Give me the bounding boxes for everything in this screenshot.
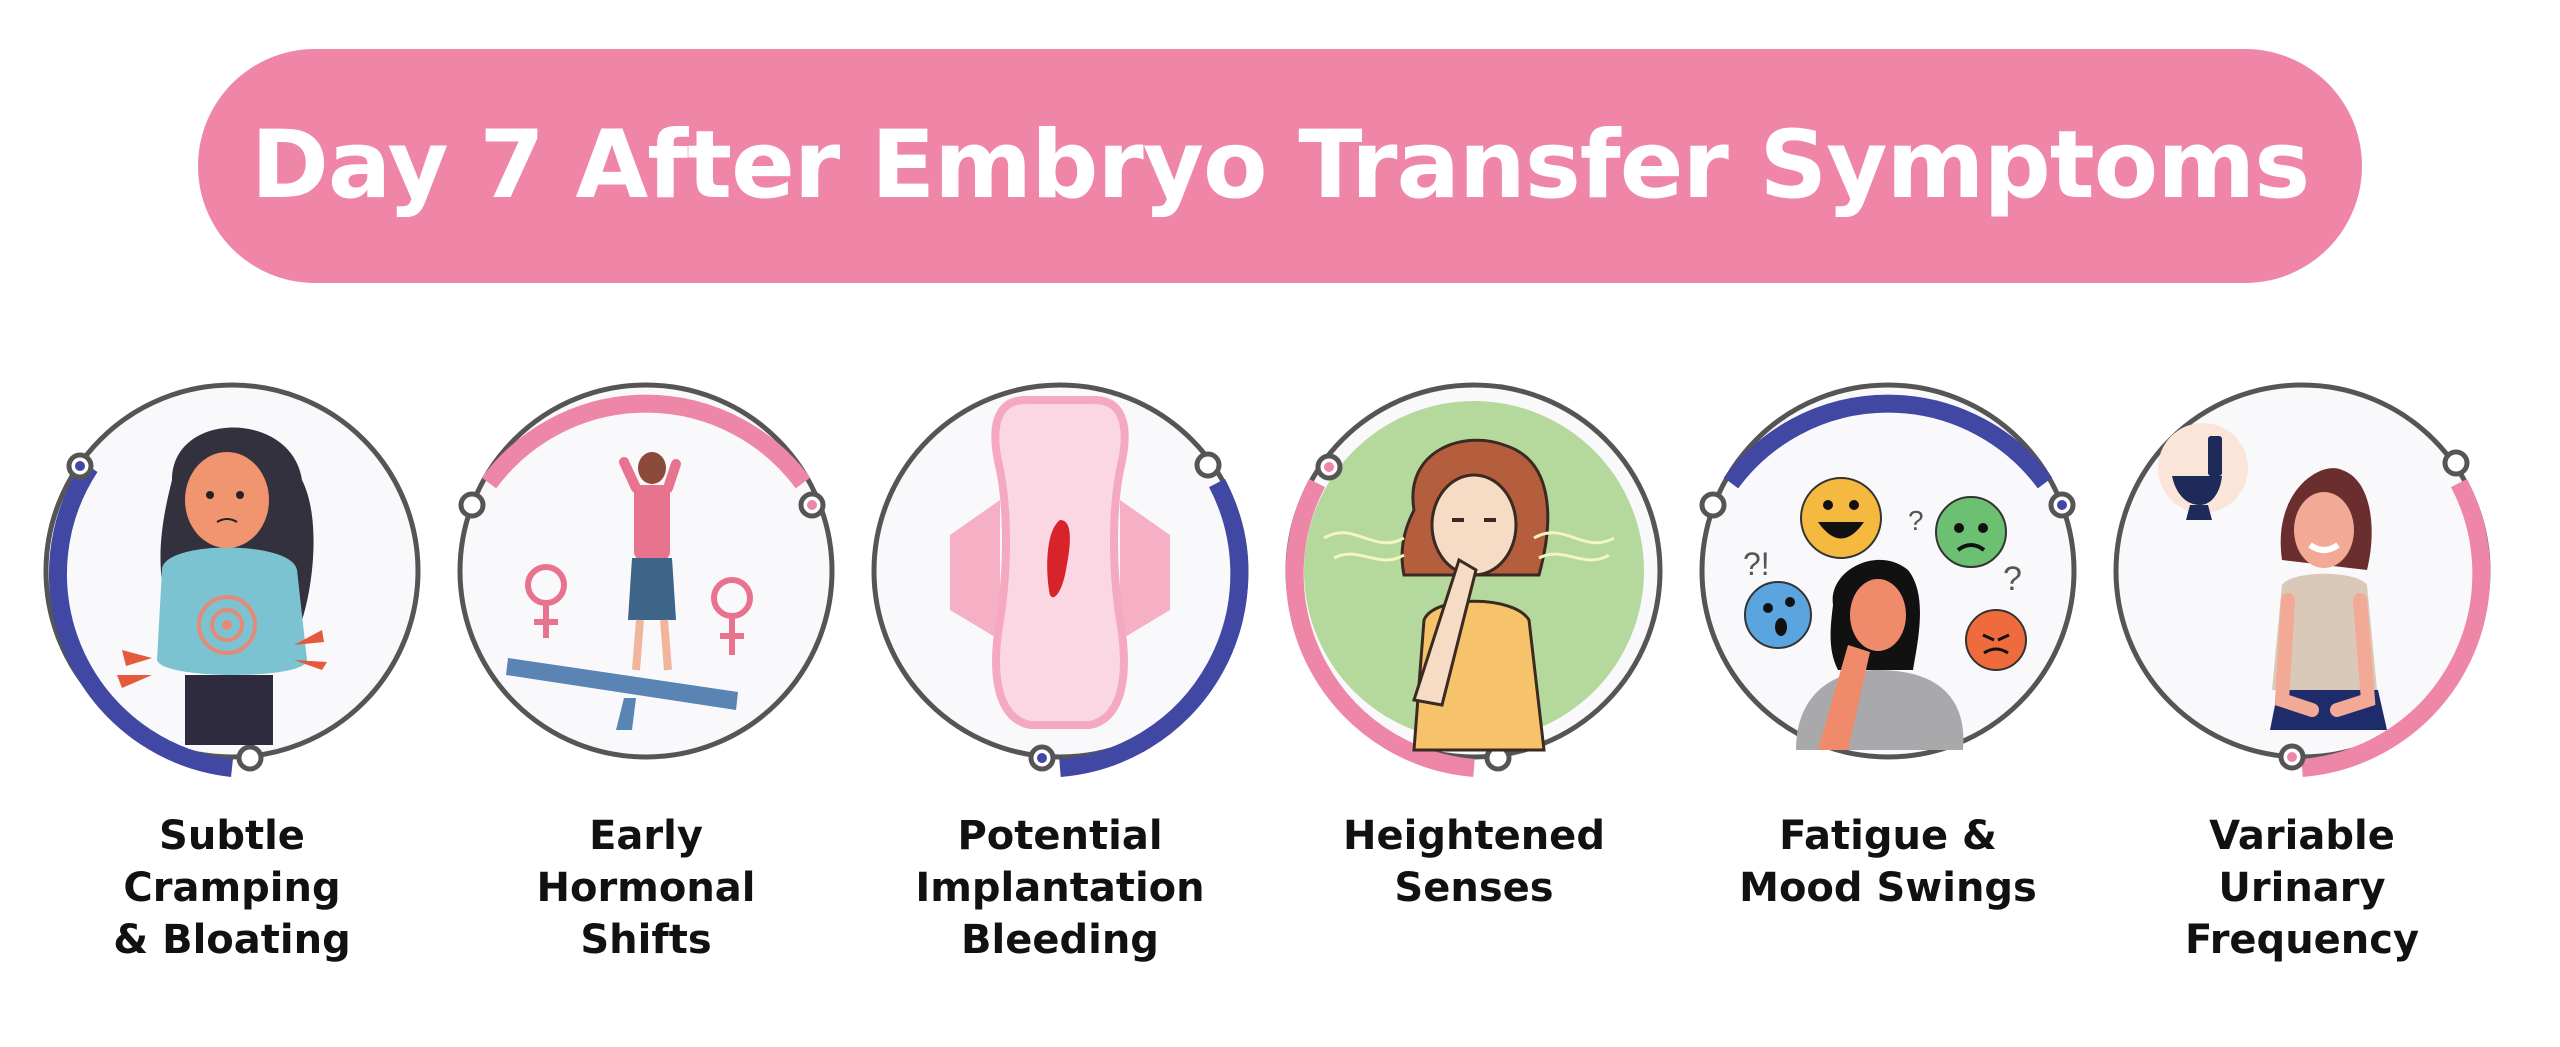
woman-covering-nose-smell-icon [1323, 438, 1615, 752]
symptom-label: Potential Implantation Bleeding [915, 813, 1205, 963]
woman-needing-toilet-icon [2158, 423, 2387, 730]
progress-ring [43, 382, 421, 777]
symptom-label: Heightened Senses [1343, 813, 1605, 911]
symptom-card-bleeding: Potential Implantation Bleeding [850, 370, 1270, 1030]
woman-holding-stomach-cramps-icon [117, 427, 327, 745]
progress-ring [871, 382, 1249, 777]
symptom-card-mood: ?! ? ? Fatigue & Mood Swings [1678, 370, 2098, 1030]
sanitary-pad-blood-spot-icon [950, 396, 1170, 729]
progress-ring [2113, 382, 2491, 777]
woman-with-emotion-faces-icon: ?! ? ? [1743, 477, 2027, 750]
symptom-label: Early Hormonal Shifts [536, 813, 756, 963]
ring-node-dot [1699, 491, 1727, 519]
progress-ring: ?! ? ? [1699, 382, 2077, 760]
woman-on-seesaw-female-symbols-icon [506, 452, 753, 730]
progress-ring [457, 382, 835, 760]
progress-ring [1285, 382, 1663, 777]
symptom-card-cramping: Subtle Cramping & Bloating [22, 370, 442, 1030]
title-banner: Day 7 After Embryo Transfer Symptoms [198, 49, 2362, 283]
ring-node-dot [236, 744, 264, 772]
symptom-label: Subtle Cramping & Bloating [113, 813, 351, 963]
symptom-card-hormonal: Early Hormonal Shifts [436, 370, 856, 1030]
svg-text:?!: ?! [1743, 546, 1770, 582]
page-title: Day 7 After Embryo Transfer Symptoms [250, 111, 2310, 220]
ring-node-dot [1194, 451, 1222, 479]
ring-node-dot [2442, 449, 2470, 477]
symptom-card-urinary: Variable Urinary Frequency [2092, 370, 2512, 1030]
symptom-label: Fatigue & Mood Swings [1739, 813, 2037, 911]
svg-text:?: ? [2003, 560, 2022, 598]
ring-node-dot [458, 491, 486, 519]
symptom-card-senses: Heightened Senses [1264, 370, 1684, 1030]
symptom-label: Variable Urinary Frequency [2184, 813, 2420, 963]
svg-text:?: ? [1908, 505, 1924, 536]
